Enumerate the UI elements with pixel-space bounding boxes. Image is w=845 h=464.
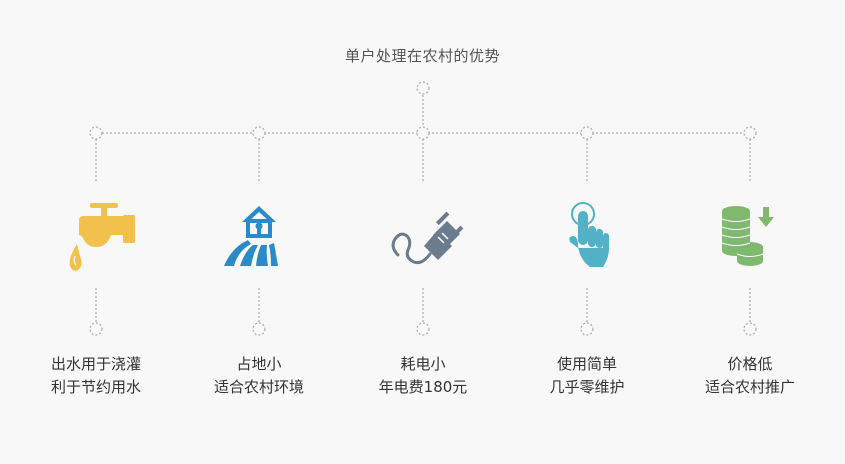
branch-node-4 [580,126,594,140]
item-label-5: 价格低 适合农村推广 [675,353,825,399]
branch-node-2 [252,126,266,140]
item-label-1: 出水用于浇灌 利于节约用水 [21,353,171,399]
item-label-3-line1: 耗电小 [400,355,446,373]
house-icon [224,206,278,266]
item-label-3-line2: 年电费180元 [378,378,468,396]
item-label-1-line2: 利于节约用水 [50,378,141,396]
item-label-4-line1: 使用简单 [556,355,617,373]
connector-lines [95,95,751,323]
item-label-2-line2: 适合农村环境 [213,378,304,396]
diagram-title: 单户处理在农村的优势 [344,47,500,65]
item-label-3: 耗电小 年电费180元 [348,353,498,399]
item-label-5-line2: 适合农村推广 [704,378,795,396]
hand-pointer-icon [569,202,609,267]
end-node-2 [252,322,266,336]
end-node-5 [743,322,757,336]
coins-down-icon [721,206,774,266]
item-label-2: 占地小 适合农村环境 [184,353,334,399]
branch-node-1 [89,126,103,140]
connector-nodes [89,81,757,336]
end-node-1 [89,322,103,336]
item-label-5-line1: 价格低 [727,355,773,373]
branch-node-3 [416,126,430,140]
item-label-2-line1: 占地小 [236,355,282,373]
faucet-icon [69,203,135,271]
plug-icon [391,211,464,265]
item-label-4-line2: 几乎零维护 [549,378,625,396]
root-node [416,81,430,95]
end-node-3 [416,322,430,336]
end-node-4 [580,322,594,336]
branch-node-5 [743,126,757,140]
item-label-1-line1: 出水用于浇灌 [50,355,141,373]
item-label-4: 使用简单 几乎零维护 [512,353,662,399]
